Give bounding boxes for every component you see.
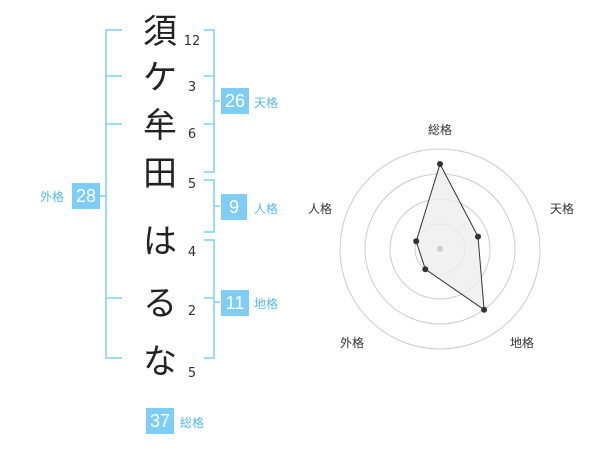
chikaku-label: 地格 bbox=[254, 297, 279, 311]
tenkaku-label: 天格 bbox=[254, 96, 279, 110]
radar-axis-label-jinkaku: 人格 bbox=[308, 202, 333, 216]
stroke-count-2: 3 bbox=[187, 80, 197, 95]
name-char-2: ケ bbox=[143, 58, 177, 98]
stroke-count-7: 5 bbox=[187, 366, 197, 381]
name-char-5: は bbox=[143, 222, 177, 262]
name-char-3: 牟 bbox=[143, 106, 177, 146]
radar-grid-ring-4 bbox=[339, 148, 541, 350]
gaikaku-badge: 28 bbox=[72, 183, 100, 209]
radar-point-4 bbox=[422, 266, 429, 273]
radar-point-1 bbox=[437, 161, 443, 167]
radar-point-3 bbox=[481, 306, 488, 313]
radar-axis-label-chikaku: 地格 bbox=[510, 336, 535, 350]
radar-center-dot bbox=[437, 246, 443, 252]
gaikaku-label: 外格 bbox=[40, 190, 65, 204]
name-char-7: な bbox=[143, 342, 177, 382]
chikaku-badge: 11 bbox=[221, 290, 249, 316]
radar-series-polygon bbox=[415, 162, 485, 311]
gaikaku-bracket bbox=[105, 29, 122, 359]
soukaku-badge: 37 bbox=[146, 408, 174, 434]
radar-axis-label-gaikaku: 外格 bbox=[340, 336, 365, 350]
name-char-4: 田 bbox=[143, 154, 177, 194]
chikaku-bracket bbox=[204, 239, 215, 359]
stroke-count-3: 6 bbox=[187, 127, 197, 142]
stroke-count-6: 2 bbox=[187, 304, 197, 319]
stroke-count-1: 12 bbox=[183, 34, 201, 49]
soukaku-label: 総格 bbox=[180, 416, 205, 430]
name-char-1: 須 bbox=[143, 12, 177, 52]
radar-point-5 bbox=[413, 238, 420, 245]
jinkaku-label: 人格 bbox=[254, 202, 279, 216]
stroke-count-4: 5 bbox=[187, 177, 197, 192]
stroke-count-5: 4 bbox=[187, 245, 197, 260]
jinkaku-badge: 9 bbox=[221, 194, 247, 220]
tenkaku-badge: 26 bbox=[221, 88, 249, 114]
radar-axis-label-tenkaku: 天格 bbox=[550, 202, 575, 216]
radar-point-2 bbox=[475, 233, 481, 240]
name-char-6: る bbox=[143, 284, 177, 324]
radar-axis-label-soukaku: 総格 bbox=[428, 123, 453, 137]
